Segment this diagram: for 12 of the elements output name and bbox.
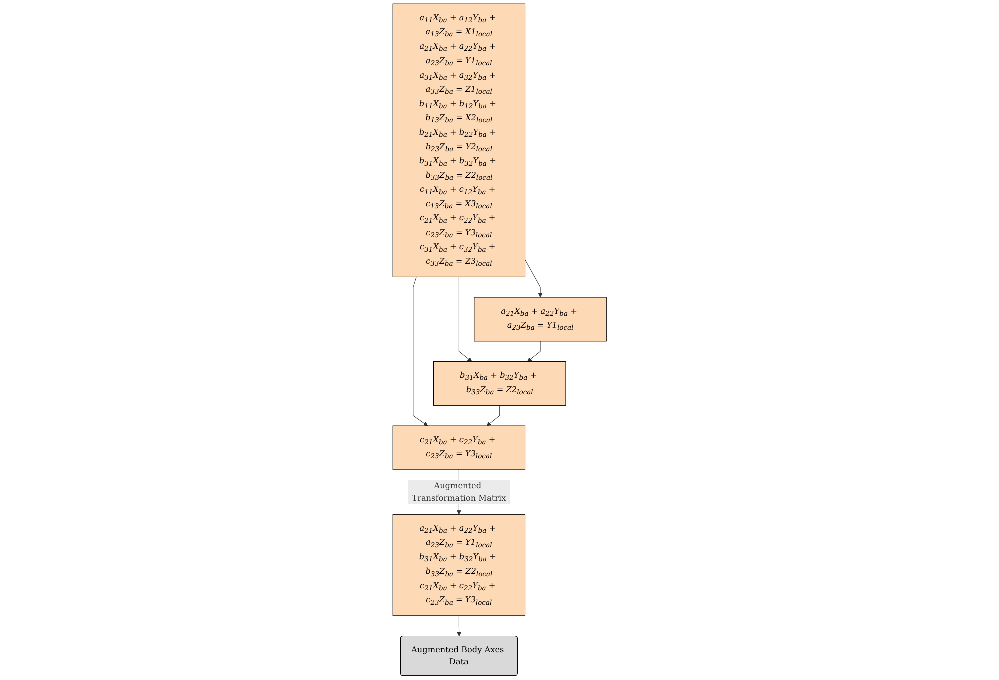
arrow xyxy=(458,276,472,362)
arrow xyxy=(456,616,462,637)
edge-label: Augmented Transformation Matrix xyxy=(412,481,506,504)
arrow xyxy=(524,260,542,298)
arrow xyxy=(486,405,500,426)
node-box: a$_{11}$X$_{ba}$ + a$_{12}$Y$_{ba}$ + a$_{13}$Z$_{ba}$ = X1$_{local}$ a$_{21}$X$_{ba}$ + a$_{22}$Y$_{ba}$ + a$_{23}$Z$_{ba}$ = Y1$_{local}$ a$_{31}$X$_{ba}$ + a$_{32}$Y$_{ba}$ + a$_{33}$Z$_{ba}$ = Z1$_{local}$ b$_{11}$X$_{ba}$ + b$_{12}$Y$_{ba}$ + b$_{13}$Z$_{ba}$ = X2$_{local}$ b$_{21}$X$_{ba}$ + b$_{22}$Y$_{ba}$ + b$_{23}$Z$_{ba}$ = Y2$_{local}$ b$_{31}$X$_{ba}$ + b$_{32}$Y$_{ba}$ + b$_{33}$Z$_{ba}$ = Z2$_{local}$ c$_{11}$X$_{ba}$ + c$_{12}$Y$_{ba}$ + c$_{13}$Z$_{ba}$ = X3$_{local}$ c$_{21}$X$_{ba}$ + c$_{22}$Y$_{ba}$ + c$_{23}$Z$_{ba}$ = Y3$_{local}$ c$_{31}$X$_{ba}$ + c$_{32}$Y$_{ba}$ + c$_{33}$Z$_{ba}$ = Z3$_{local}$ xyxy=(392,4,526,278)
node-box: a$_{21}$X$_{ba}$ + a$_{22}$Y$_{ba}$ + a$_{23}$Z$_{ba}$ = Y1$_{local}$ xyxy=(474,297,607,342)
arrow xyxy=(527,341,540,362)
arrow xyxy=(412,276,428,426)
node-box: c$_{21}$X$_{ba}$ + c$_{22}$Y$_{ba}$ + c$_{23}$Z$_{ba}$ = Y3$_{local}$ xyxy=(392,426,526,470)
node-box: b$_{31}$X$_{ba}$ + b$_{32}$Y$_{ba}$ + b$_{33}$Z$_{ba}$ = Z2$_{local}$ xyxy=(433,362,566,406)
node-box: a$_{21}$X$_{ba}$ + a$_{22}$Y$_{ba}$ + a$_{23}$Z$_{ba}$ = Y1$_{local}$ b$_{31}$X$_{ba}$ + b$_{32}$Y$_{ba}$ + b$_{33}$Z$_{ba}$ = Z2$_{local}$ c$_{21}$X$_{ba}$ + c$_{22}$Y$_{ba}$ + c$_{23}$Z$_{ba}$ = Y3$_{local}$ xyxy=(392,514,526,616)
